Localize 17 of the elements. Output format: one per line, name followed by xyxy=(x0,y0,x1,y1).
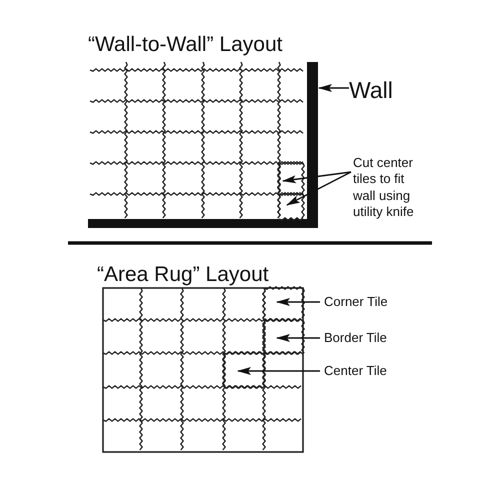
floor-tile xyxy=(222,350,266,390)
arrow xyxy=(237,367,320,375)
arrow xyxy=(276,298,320,306)
layout-heading: “Wall-to-Wall” Layout xyxy=(88,34,282,55)
callout-label: Border Tile xyxy=(324,330,414,346)
callout-label: Corner Tile xyxy=(324,294,414,310)
layout-heading: “Area Rug” Layout xyxy=(97,264,269,285)
floor-tile xyxy=(276,160,306,196)
floor-tile xyxy=(276,192,306,222)
arrow xyxy=(318,84,349,92)
callout-label: Center Tile xyxy=(324,363,414,380)
callout-label: Cut center tiles to fit wall using utility knife xyxy=(353,155,427,220)
callout-label: Wall xyxy=(349,76,409,105)
arrow xyxy=(282,171,352,184)
floor-tile xyxy=(262,318,306,356)
arrow xyxy=(286,171,352,206)
arrow xyxy=(276,334,320,342)
